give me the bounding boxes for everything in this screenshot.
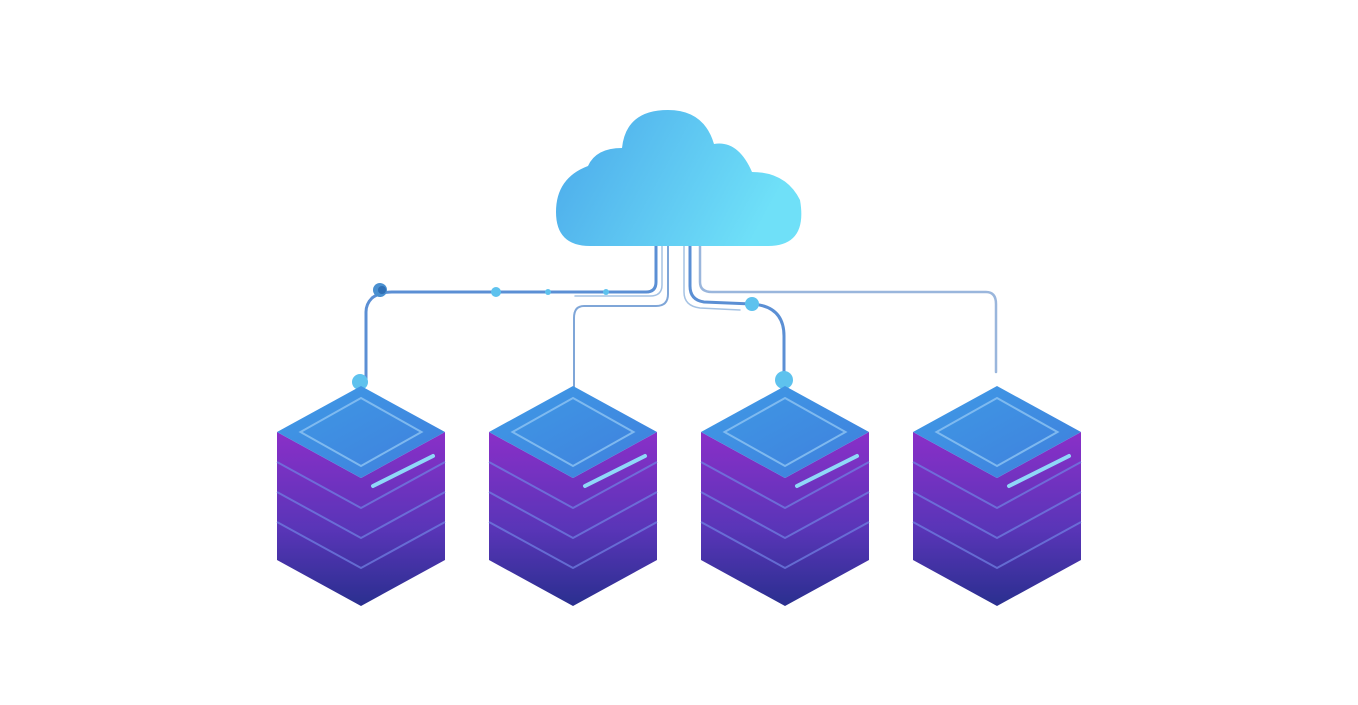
server-top-panel xyxy=(510,396,636,468)
connector-server-1 xyxy=(364,243,658,382)
server-top-panel xyxy=(298,396,424,468)
server-layer-line xyxy=(700,461,870,510)
connector-server-4 xyxy=(698,243,998,374)
server-stack-3 xyxy=(700,386,870,606)
server-layer-line xyxy=(912,491,1082,540)
connector-server-3 xyxy=(688,243,786,380)
server-layer-line xyxy=(276,461,446,510)
server-body xyxy=(489,432,657,606)
server-body xyxy=(277,432,445,606)
server-indicator xyxy=(1007,454,1071,488)
server-top xyxy=(913,386,1081,478)
server-stacks xyxy=(276,386,1082,606)
connector-server-2 xyxy=(573,244,669,393)
server-layer-line xyxy=(700,491,870,540)
node-dot xyxy=(775,371,793,389)
server-layer-line xyxy=(912,461,1082,510)
server-top-panel xyxy=(934,396,1060,468)
server-indicator xyxy=(371,454,435,488)
server-layer-line xyxy=(488,461,658,510)
node-dot xyxy=(352,374,368,390)
node-dot xyxy=(745,297,759,311)
server-top xyxy=(489,386,657,478)
server-layer-line xyxy=(912,521,1082,570)
server-layer-line xyxy=(276,521,446,570)
server-stack-2 xyxy=(488,386,658,606)
node-dot xyxy=(545,289,551,295)
server-layer-line xyxy=(488,491,658,540)
node-dot xyxy=(378,286,386,294)
server-layer-line xyxy=(276,491,446,540)
server-layer-line xyxy=(700,521,870,570)
connector-nodes xyxy=(352,283,793,390)
server-stack-4 xyxy=(912,386,1082,606)
server-top xyxy=(701,386,869,478)
node-dot xyxy=(491,287,501,297)
cloud-icon xyxy=(556,110,802,246)
node-dot xyxy=(603,289,609,295)
server-indicator xyxy=(583,454,647,488)
connector-lines xyxy=(364,243,998,393)
server-indicator xyxy=(795,454,859,488)
server-layer-line xyxy=(488,521,658,570)
server-body xyxy=(701,432,869,606)
server-body xyxy=(913,432,1081,606)
server-top xyxy=(277,386,445,478)
server-stack-1 xyxy=(276,386,446,606)
server-top-panel xyxy=(722,396,848,468)
